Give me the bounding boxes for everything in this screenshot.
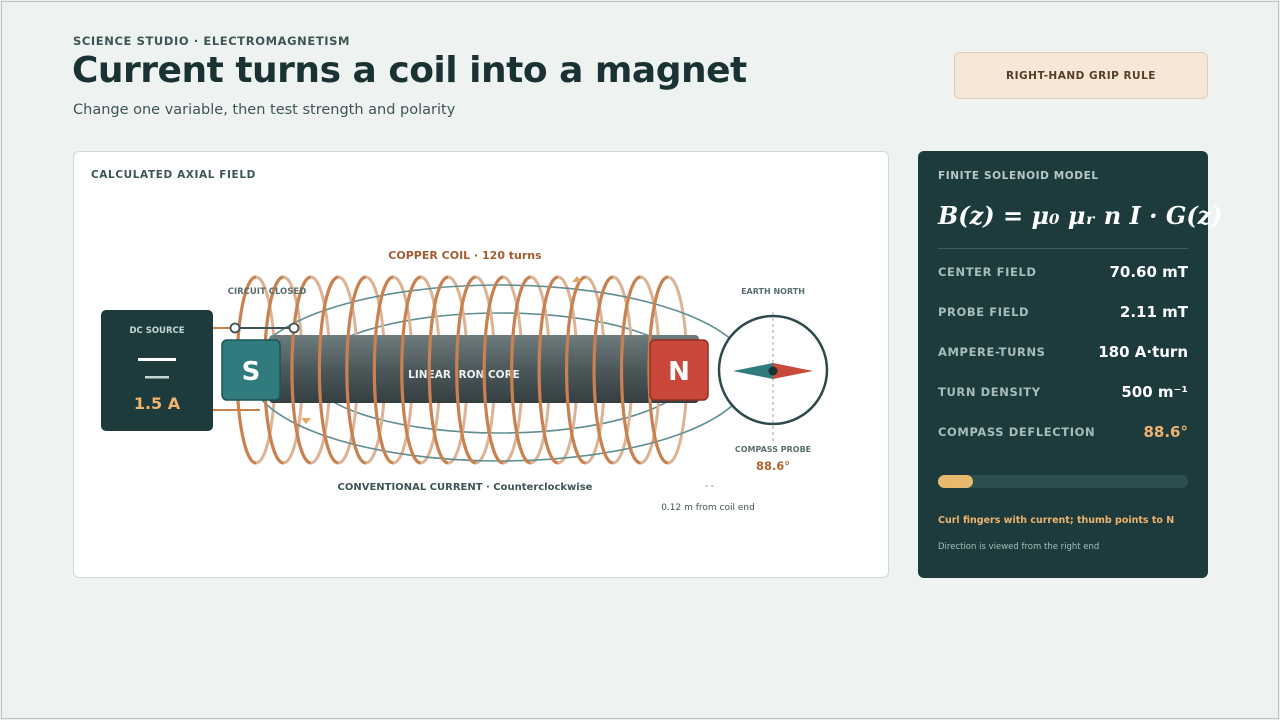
metric-ampere-turns: AMPERE-TURNS 180 A·turn <box>938 340 1188 364</box>
compass-needle-north <box>773 363 813 379</box>
coil-turn-front <box>427 275 449 465</box>
metric-probe-field: PROBE FIELD 2.11 mT <box>938 300 1188 324</box>
direction-note: Direction is viewed from the right end <box>938 542 1100 552</box>
north-pole-letter: N <box>668 357 690 387</box>
metric-key: PROBE FIELD <box>938 305 1030 319</box>
metric-center-field: CENTER FIELD 70.60 mT <box>938 260 1188 284</box>
coil-turn-front <box>455 275 477 465</box>
switch-terminal-right[interactable] <box>288 322 300 334</box>
coil-turn-front <box>537 275 559 465</box>
solenoid-diagram: LINEAR IRON CORE COPPER COIL · 120 turns… <box>101 249 829 513</box>
metric-value: 88.6° <box>1143 423 1188 441</box>
breadcrumb: SCIENCE STUDIO · ELECTROMAGNETISM <box>73 34 351 48</box>
grip-rule-hint: Curl fingers with current; thumb points … <box>938 515 1175 526</box>
coil-turn-front <box>565 275 586 465</box>
metric-compass-deflection: COMPASS DEFLECTION 88.6° <box>938 420 1188 444</box>
north-pole <box>649 339 709 401</box>
earth-north-label: EARTH NORTH <box>741 287 805 296</box>
metric-value: 500 m⁻¹ <box>1121 383 1188 401</box>
metric-key: TURN DENSITY <box>938 385 1041 399</box>
right-hand-grip-rule-button[interactable]: RIGHT-HAND GRIP RULE <box>954 52 1208 99</box>
coil-turn-front <box>372 275 394 465</box>
coil-turn-front <box>592 275 614 465</box>
compass-needle-south <box>733 363 773 379</box>
compass-pivot <box>768 366 778 376</box>
probe-distance-label: 0.12 m from coil end <box>661 503 755 513</box>
switch-terminal-left[interactable] <box>229 322 241 334</box>
coil-turn-front <box>647 275 669 465</box>
dc-source <box>101 310 213 431</box>
current-direction-label: CONVENTIONAL CURRENT · Counterclockwise <box>338 482 593 493</box>
model-label: FINITE SOLENOID MODEL <box>938 170 1099 182</box>
dc-current-value: 1.5 A <box>134 394 181 413</box>
metric-value: 2.11 mT <box>1119 303 1188 321</box>
field-strength-fill <box>938 475 973 488</box>
dc-source-label: DC SOURCE <box>129 326 184 336</box>
page-subtitle: Change one variable, then test strength … <box>73 102 456 118</box>
coil-turn-front <box>510 275 531 465</box>
model-divider <box>938 248 1188 249</box>
page-title: Current turns a coil into a magnet <box>72 50 747 91</box>
metric-value: 180 A·turn <box>1098 343 1188 361</box>
coil-turn-front <box>482 275 504 465</box>
coil-turn-front <box>345 275 367 465</box>
metric-key: AMPERE-TURNS <box>938 345 1046 359</box>
metric-turn-density: TURN DENSITY 500 m⁻¹ <box>938 380 1188 404</box>
south-pole <box>221 339 281 401</box>
dc-symbol-short <box>145 376 169 379</box>
metric-key: CENTER FIELD <box>938 265 1037 279</box>
compass-probe-value: 88.6° <box>756 459 790 473</box>
field-strength-bar <box>938 475 1188 488</box>
coil-turn-front <box>400 275 422 465</box>
axial-field-panel: CALCULATED AXIAL FIELD LINEAR IRON CORE … <box>73 151 889 578</box>
panel-label: CALCULATED AXIAL FIELD <box>91 169 256 181</box>
field-formula: B(z) = μ₀ μᵣ n I · G(z) <box>938 201 1223 230</box>
coil-label: COPPER COIL · 120 turns <box>388 249 542 262</box>
circuit-label: CIRCUIT CLOSED <box>228 287 307 297</box>
south-pole-letter: S <box>242 357 261 387</box>
coil-turn-front <box>290 275 312 465</box>
compass-probe-label: COMPASS PROBE <box>735 445 811 454</box>
metric-value: 70.60 mT <box>1109 263 1188 281</box>
core-label: LINEAR IRON CORE <box>408 369 520 381</box>
current-arrow-top <box>572 276 582 282</box>
dc-symbol-long <box>138 358 176 361</box>
coil-turn-front <box>619 275 641 465</box>
solenoid-model-panel: FINITE SOLENOID MODEL B(z) = μ₀ μᵣ n I ·… <box>918 151 1223 578</box>
metric-key: COMPASS DEFLECTION <box>938 425 1096 439</box>
coil-turn-front <box>317 275 339 465</box>
current-arrow-bottom <box>301 418 311 424</box>
